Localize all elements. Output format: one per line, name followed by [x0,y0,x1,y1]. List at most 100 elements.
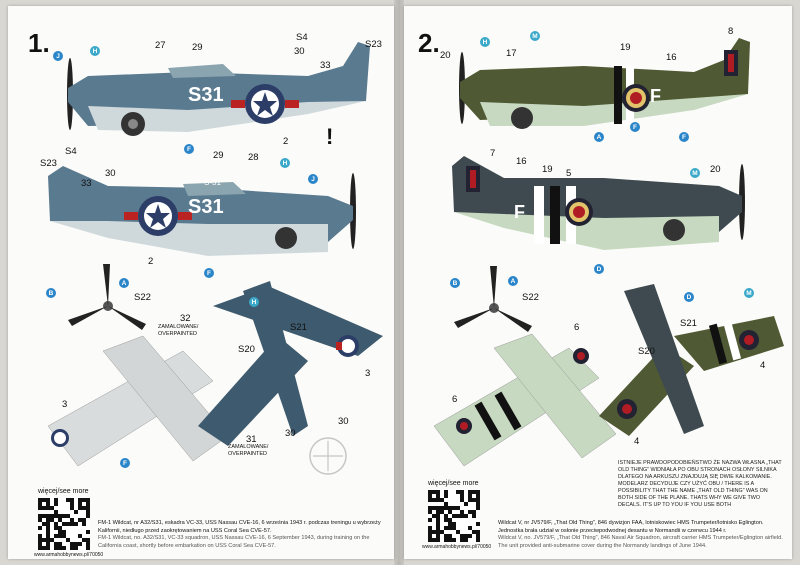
callout-32: 32 [180,313,191,324]
badge-a-b: A [508,276,518,286]
caption-en: Wildcat V, no. JV579/F, „That Old Thing”… [498,535,783,549]
badge-f: F [184,144,194,154]
callout-31: 31 [246,434,257,445]
aircraft-code-f-b: F [514,202,525,222]
badge-b: B [450,278,460,288]
decal-note: ISTNIEJE PRAWDOPODOBIEŃSTWO ŻE NAZWA WŁA… [618,460,782,508]
wildcat-profile-left [459,38,750,129]
callout-19: 19 [620,42,631,53]
callout-30-c: 30 [285,428,296,439]
badge-j-b: J [308,174,318,184]
callout-s21: S21 [680,318,697,329]
caption-pl: Wildcat V, nr JV579/F, „That Old Thing”,… [498,520,764,534]
callout-16-b: 16 [516,156,527,167]
callout-19-b: 19 [542,164,553,175]
callout-s21: S21 [290,322,307,333]
wildcat-profile-right [452,156,745,250]
badge-f: F [630,122,640,132]
page-number-1: 1. [28,28,50,58]
callout-s4-b: S4 [65,146,77,157]
callout-33: 33 [320,60,331,71]
aircraft-code-small: S-31 [204,178,221,187]
callout-6-b: 6 [452,394,458,405]
qr-label: więcej/see more [38,488,89,495]
top-view [198,281,383,446]
badge-h-c: H [249,297,259,307]
callout-27: 27 [155,40,166,51]
book-spine [394,0,404,565]
callout-s20: S20 [638,346,655,357]
callout-30: 30 [294,46,305,57]
callout-3: 3 [365,368,371,379]
callout-s22: S22 [134,292,151,303]
callout-29-b: 29 [213,150,224,161]
callout-s23-b: S23 [40,158,57,169]
right-page: 2. [404,6,792,559]
top-view [599,284,784,436]
left-page-artwork [47,42,383,475]
qr-code[interactable] [38,498,90,550]
caption-en: FM-1 Wildcat, no. A32/S31, VC-33 squadro… [98,535,370,549]
callout-30-b: 30 [105,168,116,179]
callout-20-b: 20 [710,164,721,175]
overpainted-label-bottom: ZAMALOWANE/ OVERPAINTED [228,444,269,457]
page-number-2: 2. [418,28,440,58]
badge-b: B [46,288,56,298]
caption-pl: FM-1 Wildcat, nr A32/S31, eskadra VC-33,… [98,520,381,534]
badge-h-b: H [280,158,290,168]
badge-m-b: M [690,168,700,178]
aircraft-code-f: F [650,86,661,106]
callout-29: 29 [192,42,203,53]
wildcat-profile-right [48,166,356,256]
callout-2-b: 2 [148,256,154,267]
callout-33-b: 33 [81,178,92,189]
badge-j: J [53,51,63,61]
overpainted-label-top: ZAMALOWANE/ OVERPAINTED [158,324,199,337]
underside-view [433,333,617,467]
propeller-detail [68,264,146,330]
callout-4-b: 4 [634,436,640,447]
callout-5: 5 [566,168,572,179]
callout-17: 17 [506,48,517,59]
badge-a: A [594,132,604,142]
badge-f-b: F [679,132,689,142]
badge-m-c: M [744,288,754,298]
left-page: 1. [8,6,394,559]
callout-28: 28 [248,152,259,163]
qr-url[interactable]: www.armahobbynews.pl/70050 [422,544,492,550]
callout-30-d: 30 [338,416,349,427]
callout-s20: S20 [238,344,255,355]
callout-16: 16 [666,52,677,63]
badge-f-b: F [204,268,214,278]
aircraft-code-top: S31 [188,84,224,106]
badge-d: D [594,264,604,274]
propeller-detail [454,266,532,332]
arma-logo [309,437,347,475]
badge-a: A [119,278,129,288]
caption-right: Wildcat V, nr JV579/F, „That Old Thing”,… [498,520,786,550]
right-page-artwork [433,38,784,467]
callout-s23: S23 [365,39,382,50]
callout-8: 8 [728,26,734,37]
badge-h: H [480,37,490,47]
callout-4: 4 [760,360,766,371]
aircraft-code-bottom: S31 [188,196,224,218]
badge-f-c: F [120,458,130,468]
badge-h: H [90,46,100,56]
warning-mark: ! [326,124,334,149]
callout-2: 2 [283,136,289,147]
callout-3-b: 3 [62,399,68,410]
badge-d-b: D [684,292,694,302]
callout-s4: S4 [296,32,308,43]
caption-left: FM-1 Wildcat, nr A32/S31, eskadra VC-33,… [98,520,388,550]
qr-label: więcej/see more [428,480,479,487]
qr-code[interactable] [428,490,480,542]
callout-s22: S22 [522,292,539,303]
underside-view [47,335,229,467]
wildcat-profile-left [67,42,370,136]
callout-7: 7 [490,148,496,159]
badge-m: M [530,31,540,41]
qr-url[interactable]: www.armahobbynews.pl/70050 [34,552,104,558]
callout-6: 6 [574,322,580,333]
callout-20: 20 [440,50,451,61]
